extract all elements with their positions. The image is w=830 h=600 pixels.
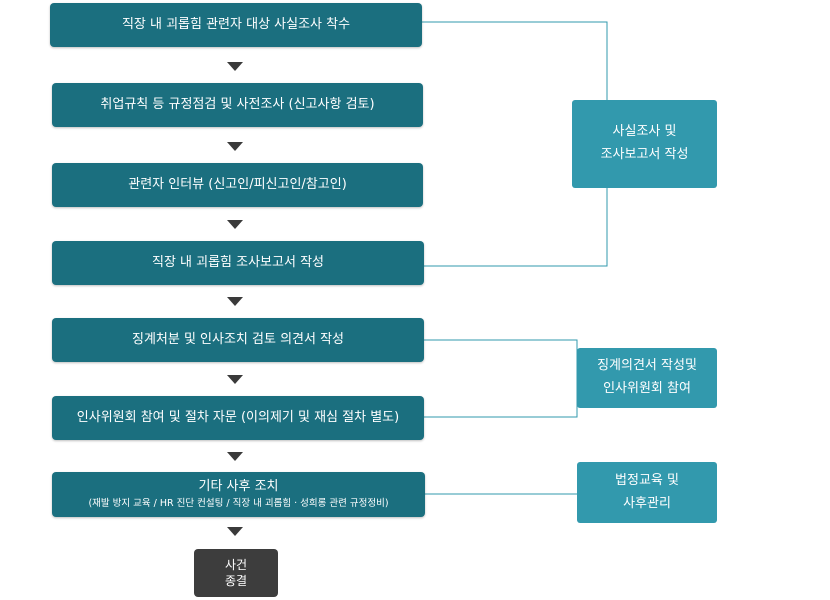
case-closed-box: 사건 종결 xyxy=(194,549,278,597)
step-disciplinary-opinion: 징계처분 및 인사조치 검토 의견서 작성 xyxy=(52,318,424,362)
side-box-disciplinary: 징계의견서 작성및 인사위원회 참여 xyxy=(577,348,717,408)
step-label: 관련자 인터뷰 (신고인/피신고인/참고인) xyxy=(128,176,347,192)
side-line-1: 사실조사 및 xyxy=(612,124,677,140)
step-label: 직장 내 괴롭힘 조사보고서 작성 xyxy=(151,254,324,270)
down-arrow-icon xyxy=(227,452,243,461)
step-fact-investigation-start: 직장 내 괴롭힘 관련자 대상 사실조사 착수 xyxy=(50,3,422,47)
step-rules-review: 취업규칙 등 규정점검 및 사전조사 (신고사항 검토) xyxy=(52,83,423,127)
step-label: 기타 사후 조치 xyxy=(198,478,279,494)
down-arrow-icon xyxy=(227,375,243,384)
down-arrow-icon xyxy=(227,297,243,306)
bracket-middle xyxy=(424,339,578,418)
step-label: 인사위원회 참여 및 절차 자문 (이의제기 및 재심 절차 별도) xyxy=(76,409,400,425)
step-investigation-report: 직장 내 괴롭힘 조사보고서 작성 xyxy=(52,241,424,285)
step-sublabel: (재발 방지 교육 / HR 진단 컨설팅 / 직장 내 괴롭힘 · 성희롱 관… xyxy=(88,497,389,509)
down-arrow-icon xyxy=(227,220,243,229)
side-line-2: 사후관리 xyxy=(623,495,671,511)
down-arrow-icon xyxy=(227,62,243,71)
step-label: 징계처분 및 인사조치 검토 의견서 작성 xyxy=(131,331,345,347)
down-arrow-icon xyxy=(227,142,243,151)
step-label: 직장 내 괴롭힘 관련자 대상 사실조사 착수 xyxy=(121,16,351,32)
step-interviews: 관련자 인터뷰 (신고인/피신고인/참고인) xyxy=(52,163,423,207)
step-hr-committee: 인사위원회 참여 및 절차 자문 (이의제기 및 재심 절차 별도) xyxy=(52,396,424,440)
down-arrow-icon xyxy=(227,527,243,536)
end-line-2: 종결 xyxy=(224,574,248,588)
side-line-1: 징계의견서 작성및 xyxy=(597,358,697,374)
side-line-2: 인사위원회 참여 xyxy=(603,381,691,396)
step-follow-up-actions: 기타 사후 조치 (재발 방지 교육 / HR 진단 컨설팅 / 직장 내 괴롭… xyxy=(52,472,425,517)
side-box-aftercare: 법정교육 및 사후관리 xyxy=(577,462,717,523)
side-box-fact-finding: 사실조사 및 조사보고서 작성 xyxy=(572,100,717,188)
step-label: 취업규칙 등 규정점검 및 사전조사 (신고사항 검토) xyxy=(100,96,375,112)
side-line-2: 조사보고서 작성 xyxy=(600,147,689,162)
end-line-1: 사건 xyxy=(224,557,248,572)
side-line-1: 법정교육 및 xyxy=(615,472,679,488)
